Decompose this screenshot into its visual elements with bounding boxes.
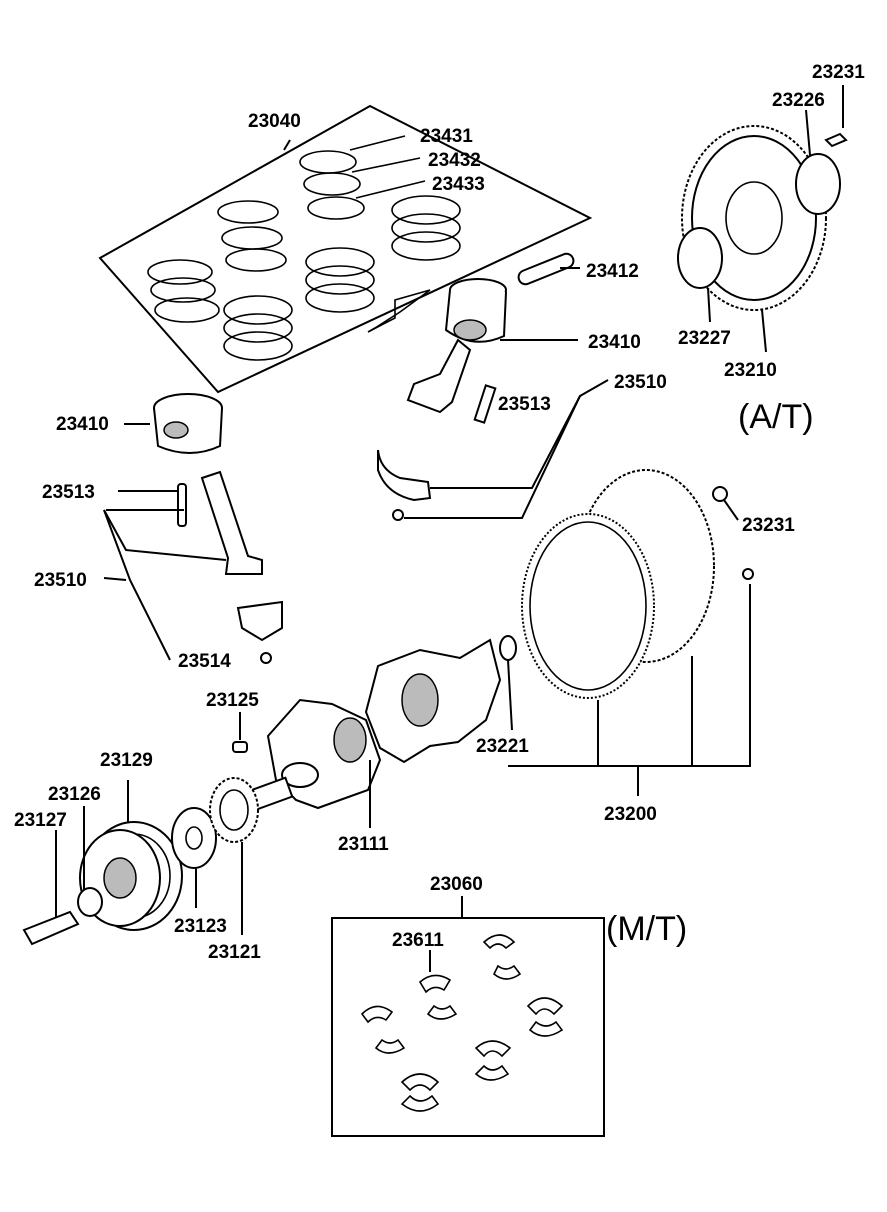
label-auto-transmission: (A/T) [738,398,814,436]
label-23513-upper: 23513 [498,394,551,415]
label-23412: 23412 [586,261,639,282]
label-23040: 23040 [248,111,301,132]
label-23126: 23126 [48,784,101,805]
piston-rod-assembly-left [153,393,283,664]
label-23121: 23121 [208,942,261,963]
label-23510-left: 23510 [34,570,87,591]
crank-bolt [22,887,103,946]
label-23231-middle: 23231 [742,515,795,536]
label-23060: 23060 [430,874,483,895]
label-23513-left: 23513 [42,482,95,503]
label-23111: 23111 [338,834,389,855]
label-23200: 23200 [604,804,657,825]
label-23125: 23125 [206,690,259,711]
label-23127: 23127 [14,810,67,831]
label-23611: 23611 [392,930,444,951]
timing-gear [209,777,259,843]
label-23432: 23432 [428,150,481,171]
crankshaft [232,638,502,812]
label-23221: 23221 [476,736,529,757]
label-23431: 23431 [420,126,473,147]
label-23123: 23123 [174,916,227,937]
label-23410-upper: 23410 [588,332,641,353]
label-23410-left: 23410 [56,414,109,435]
label-23433: 23433 [432,174,485,195]
label-23514: 23514 [178,651,231,672]
label-manual-transmission: (M/T) [606,910,687,948]
piston-ring-set-panel [98,104,593,394]
label-23231-top: 23231 [812,62,865,83]
label-23226: 23226 [772,90,825,111]
oil-pump-drive-plate [171,807,217,869]
drive-plate-auto [677,125,848,311]
label-23227: 23227 [678,328,731,349]
label-23510-upper: 23510 [614,372,667,393]
flywheel-manual [499,469,754,699]
bearing-set-panel [331,917,605,1137]
rod-cap-upper [377,449,432,521]
label-23210: 23210 [724,360,777,381]
label-23129: 23129 [100,750,153,771]
piston-rod-assembly-upper [406,252,575,424]
